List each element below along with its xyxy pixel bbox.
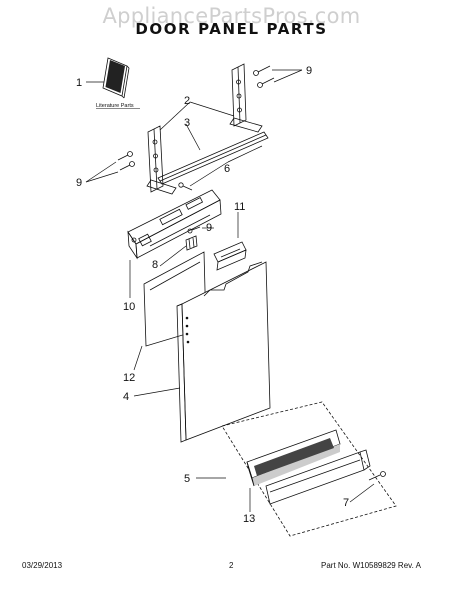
footer-part-number: Part No. W10589829 Rev. A <box>321 561 421 570</box>
footer-page-number: 2 <box>229 561 234 570</box>
hinge-bracket-left[interactable] <box>146 125 177 195</box>
outer-door-panel[interactable] <box>176 261 271 443</box>
page-title: DOOR PANEL PARTS <box>135 20 328 38</box>
kick-plate-box <box>221 401 397 537</box>
footer-date: 03/29/2013 <box>22 561 63 570</box>
callout-10: 10 <box>123 301 135 313</box>
toe-kick-plate[interactable] <box>265 449 371 505</box>
callout-4: 4 <box>123 391 129 403</box>
callout-13: 13 <box>243 513 255 525</box>
leader-lines <box>85 69 375 512</box>
callout-11: 11 <box>234 201 245 213</box>
door-rail[interactable] <box>157 131 269 185</box>
callout-5: 5 <box>184 473 190 485</box>
callout-9-top: 9 <box>306 65 312 77</box>
screw-left-1[interactable] <box>117 151 133 161</box>
callout-9-console: 9 <box>206 222 212 234</box>
hinge-bracket-right[interactable] <box>229 63 263 133</box>
literature-parts-label: Literature Parts <box>96 103 134 109</box>
control-console[interactable] <box>127 189 222 260</box>
screw-rail[interactable] <box>178 182 193 191</box>
foam-block[interactable] <box>246 429 341 487</box>
screw-top-right-1[interactable] <box>253 65 271 76</box>
switch-button[interactable] <box>185 235 198 251</box>
callout-1: 1 <box>76 77 82 89</box>
kick-plate-screw[interactable] <box>368 471 386 481</box>
screw-top-right-2[interactable] <box>257 77 275 88</box>
watermark: AppliancePartsPros.com <box>102 4 361 28</box>
callout-3: 3 <box>184 117 190 129</box>
callout-2: 2 <box>184 95 190 107</box>
callout-12: 12 <box>123 372 135 384</box>
literature-booklet[interactable] <box>102 57 130 99</box>
callout-7: 7 <box>343 497 349 509</box>
door-handle[interactable] <box>213 241 247 271</box>
callout-6: 6 <box>224 163 230 175</box>
screw-left-2[interactable] <box>119 161 135 171</box>
callout-9-left: 9 <box>76 177 82 189</box>
callout-8: 8 <box>152 259 158 271</box>
